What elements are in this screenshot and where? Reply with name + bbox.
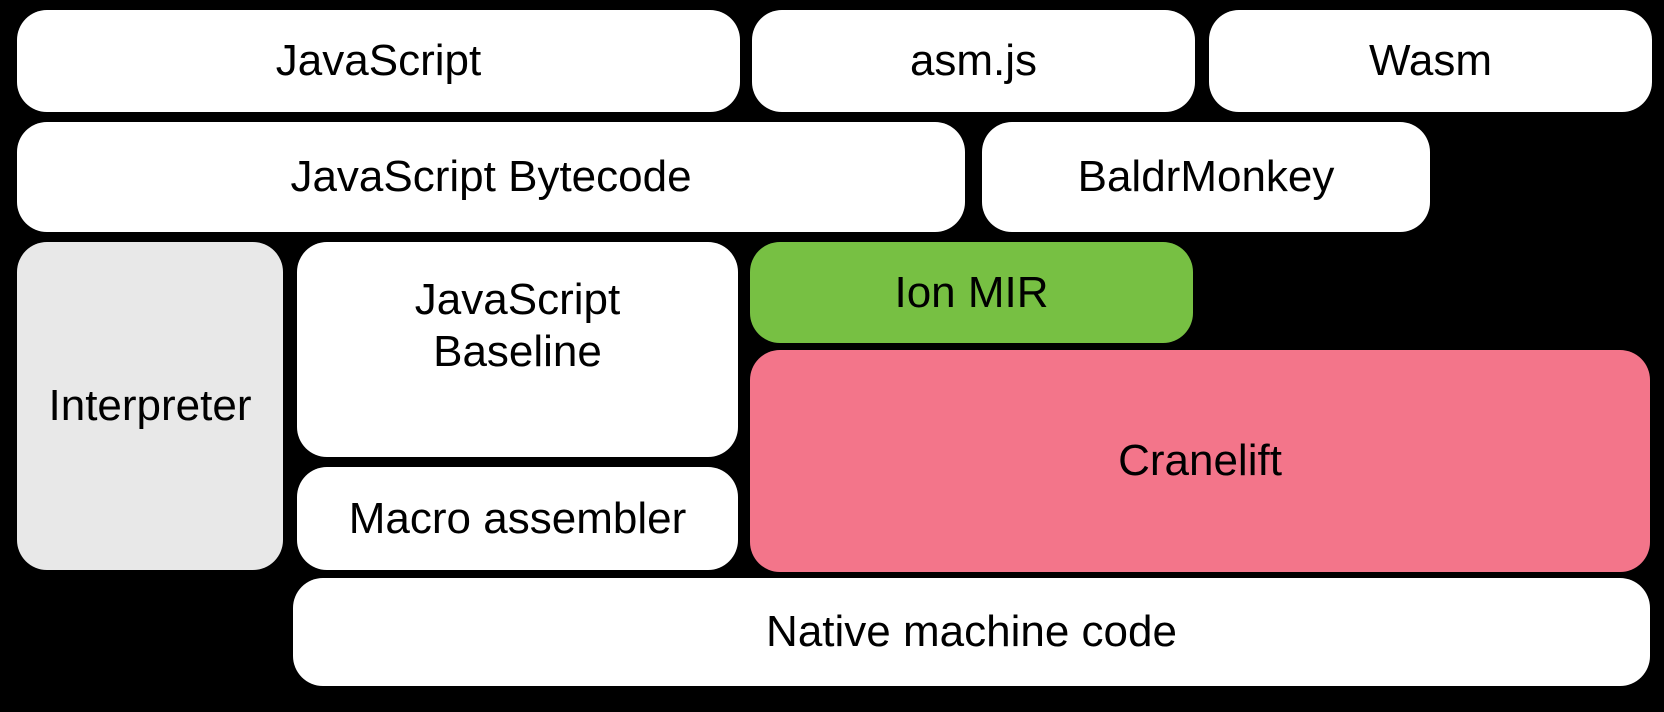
interpreter-box: Interpreter	[17, 242, 283, 570]
macro-assembler-box: Macro assembler	[297, 467, 738, 570]
native-machine-code-label: Native machine code	[766, 607, 1177, 657]
baldrmonkey-label: BaldrMonkey	[1077, 152, 1335, 202]
baldrmonkey-box: BaldrMonkey	[982, 122, 1430, 232]
javascript-box: JavaScript	[17, 10, 740, 112]
javascript-baseline-line2: Baseline	[433, 326, 602, 376]
wasm-label: Wasm	[1368, 36, 1493, 86]
javascript-baseline-box: JavaScript Baseline	[297, 242, 738, 457]
javascript-label: JavaScript	[275, 36, 482, 86]
wasm-box: Wasm	[1209, 10, 1652, 112]
asmjs-label: asm.js	[909, 36, 1038, 86]
javascript-bytecode-label: JavaScript Bytecode	[290, 152, 692, 202]
cranelift-box: Cranelift	[750, 350, 1650, 572]
javascript-baseline-line1: JavaScript	[414, 274, 621, 324]
cranelift-label: Cranelift	[1118, 436, 1282, 486]
javascript-baseline-label: JavaScript Baseline	[415, 274, 620, 378]
macro-assembler-label: Macro assembler	[348, 493, 687, 543]
javascript-bytecode-box: JavaScript Bytecode	[17, 122, 965, 232]
ion-mir-box: Ion MIR	[750, 242, 1193, 343]
ion-mir-label: Ion MIR	[894, 267, 1049, 317]
interpreter-label: Interpreter	[48, 381, 252, 431]
native-machine-code-box: Native machine code	[293, 578, 1650, 686]
asmjs-box: asm.js	[752, 10, 1195, 112]
